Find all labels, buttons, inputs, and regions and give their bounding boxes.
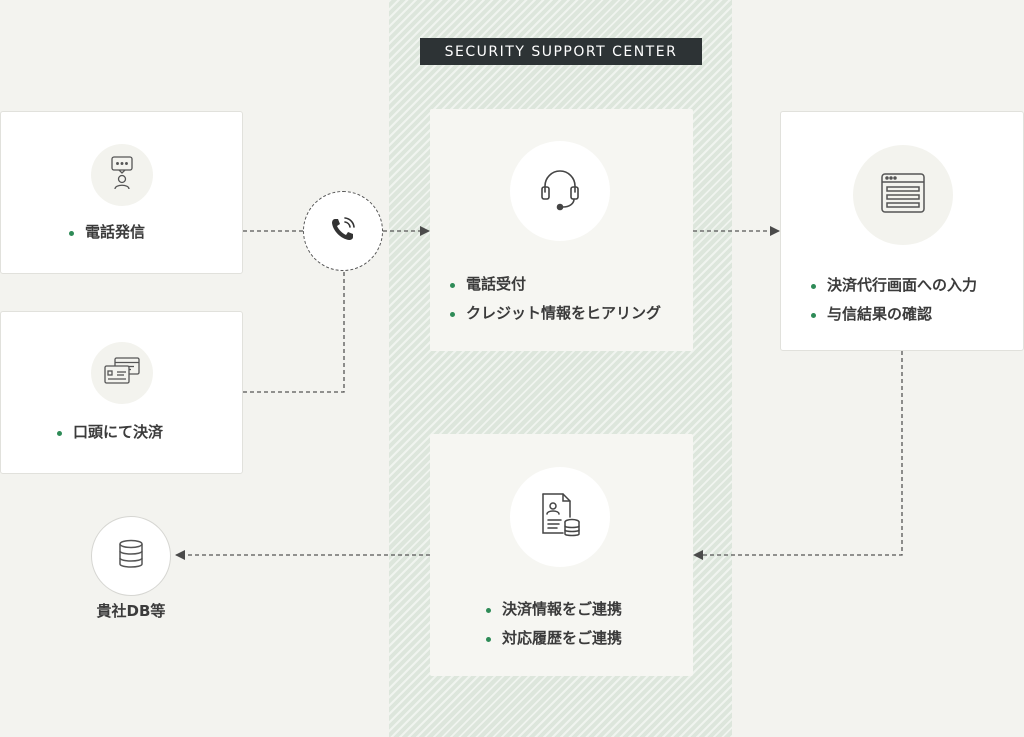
payment-screen-card: 決済代行画面への入力 与信結果の確認 bbox=[780, 111, 1024, 351]
payment-screen-list: 決済代行画面への入力 与信結果の確認 bbox=[809, 271, 977, 329]
phone-call-card: 電話発信 bbox=[0, 111, 243, 274]
list-item: 電話発信 bbox=[67, 218, 145, 247]
company-db-node bbox=[91, 516, 171, 596]
data-link-icon-circle bbox=[510, 467, 610, 567]
browser-window-icon bbox=[880, 172, 926, 218]
call-reception-card: 電話受付 クレジット情報をヒアリング bbox=[430, 109, 693, 351]
database-icon bbox=[118, 539, 144, 573]
phone-call-icon-circle bbox=[91, 144, 153, 206]
company-db-label: 貴社DB等 bbox=[96, 602, 166, 620]
verbal-payment-icon-circle bbox=[91, 342, 153, 404]
call-reception-icon-circle bbox=[510, 141, 610, 241]
list-item: 与信結果の確認 bbox=[809, 300, 977, 329]
list-item: 決済代行画面への入力 bbox=[809, 271, 977, 300]
data-link-list: 決済情報をご連携 対応履歴をご連携 bbox=[484, 595, 622, 653]
list-item: 口頭にて決済 bbox=[55, 418, 163, 447]
call-reception-list: 電話受付 クレジット情報をヒアリング bbox=[448, 270, 661, 328]
headset-icon bbox=[539, 166, 581, 216]
person-chat-icon bbox=[107, 156, 137, 194]
payment-screen-icon-circle bbox=[853, 145, 953, 245]
document-database-icon bbox=[539, 491, 581, 543]
list-item: クレジット情報をヒアリング bbox=[448, 299, 661, 328]
data-link-card: 決済情報をご連携 対応履歴をご連携 bbox=[430, 434, 693, 676]
list-item: 決済情報をご連携 bbox=[484, 595, 622, 624]
list-item: 電話受付 bbox=[448, 270, 661, 299]
phone-call-list: 電話発信 bbox=[67, 218, 145, 247]
verbal-payment-list: 口頭にて決済 bbox=[55, 418, 163, 447]
center-label: SECURITY SUPPORT CENTER bbox=[420, 38, 702, 65]
phone-ringing-icon bbox=[329, 215, 357, 247]
list-item: 対応履歴をご連携 bbox=[484, 624, 622, 653]
credit-card-icon bbox=[103, 357, 141, 389]
verbal-payment-card: 口頭にて決済 bbox=[0, 311, 243, 474]
phone-hub bbox=[303, 191, 383, 271]
